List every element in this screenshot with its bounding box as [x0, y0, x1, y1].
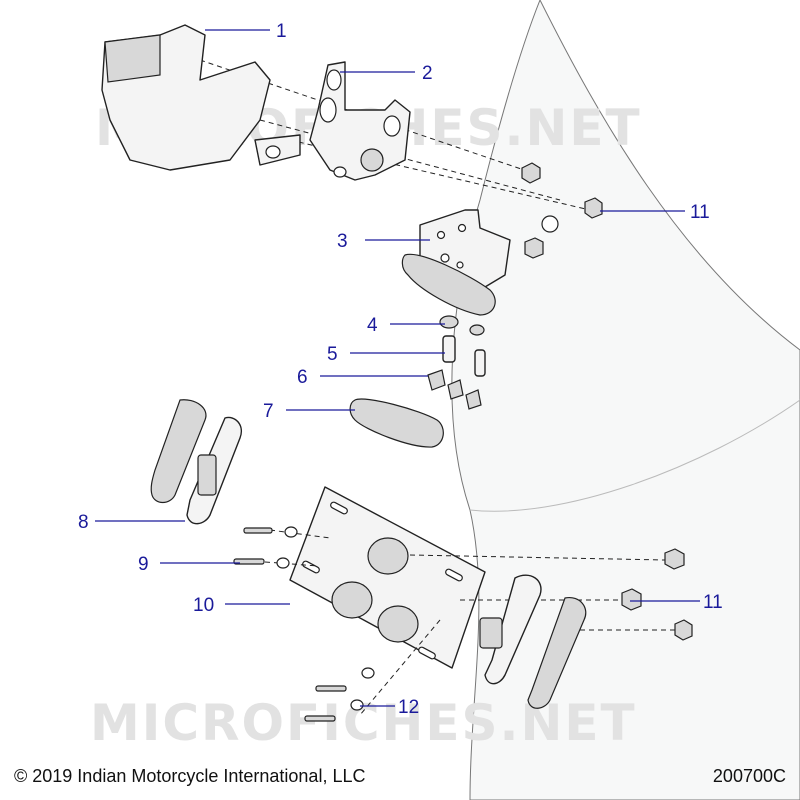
fender-edge	[469, 399, 800, 512]
part-1-bracket	[101, 24, 301, 171]
part-9-bolts	[233, 526, 298, 569]
callout-4: 4	[367, 315, 378, 336]
callout-11-lower: 11	[703, 592, 723, 613]
callout-6: 6	[297, 367, 308, 388]
part-2-plate	[309, 61, 411, 181]
callout-3: 3	[337, 231, 348, 252]
part-6-clips	[427, 369, 482, 410]
assembly-line	[289, 139, 591, 211]
rear-fender	[451, 0, 800, 800]
callout-5: 5	[327, 344, 338, 365]
callout-11-upper: 11	[690, 202, 710, 223]
part-11-nuts-lower	[621, 548, 693, 641]
assembly-line	[359, 619, 441, 716]
part-8-side-lens	[150, 399, 242, 525]
part-10-license-plate-bracket	[289, 486, 486, 669]
callout-10: 10	[193, 595, 214, 616]
part-lower-right-lenses	[479, 574, 587, 709]
callout-8: 8	[78, 512, 89, 533]
callout-9: 9	[138, 554, 149, 575]
callout-2: 2	[422, 63, 433, 84]
callout-7: 7	[263, 401, 274, 422]
assembly-line	[409, 554, 666, 561]
assembly-line	[259, 119, 561, 201]
copyright-text: © 2019 Indian Motorcycle International, …	[14, 766, 366, 786]
callout-12: 12	[398, 697, 419, 718]
watermark-bottom: MICROFICHES.NET	[90, 694, 637, 752]
part-7-lens	[349, 398, 444, 448]
part-11-nuts-upper	[521, 162, 603, 259]
assembly-line	[269, 529, 331, 539]
part-4-washers	[439, 315, 485, 336]
part-5-screws	[442, 335, 486, 377]
part-3-light-bracket	[401, 209, 511, 316]
diagram-id: 200700C	[712, 766, 786, 786]
callout-1: 1	[276, 21, 287, 42]
part-12-bolts	[304, 667, 375, 722]
